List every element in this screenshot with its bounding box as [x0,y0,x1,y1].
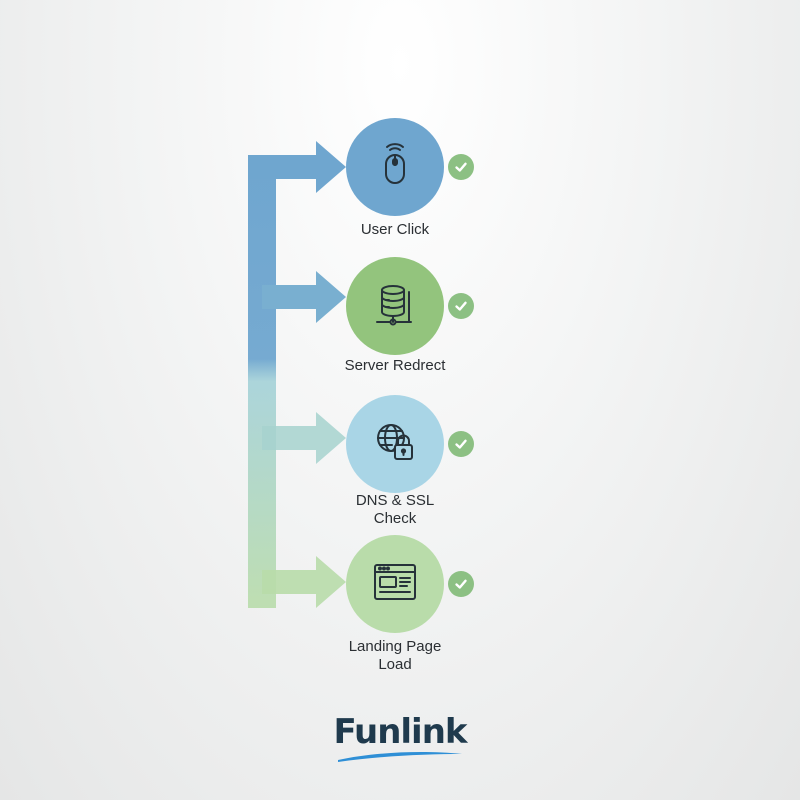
step-label-server-redirect: Server Redrect [344,357,446,374]
step-label-line: Load [378,656,412,673]
step-user-click [346,118,474,218]
arrow-3 [262,412,346,464]
step-circle [346,118,444,216]
step-label-line: Check [373,510,417,527]
globe-lock-icon [371,418,419,471]
logo-text: Funlink [333,712,467,752]
check-icon [448,571,474,597]
logo-swoosh [338,752,462,762]
mouse-icon [371,141,419,194]
step-circle [346,535,444,633]
browser-window-icon [371,558,419,611]
step-label-dns-ssl-check: DNS & SSL Check [315,492,475,528]
connector-trunk [248,155,276,608]
step-label-user-click: User Click [360,221,430,238]
server-database-icon [371,280,419,333]
step-landing-page-load [346,535,474,635]
check-icon [448,431,474,457]
funlink-logo: Funlink [320,708,480,768]
step-server-redirect [346,257,474,357]
step-circle [346,395,444,493]
step-label-landing-page-load: Landing Page Load [315,638,475,674]
step-circle [346,257,444,355]
arrow-1 [248,141,346,193]
step-label-line: Landing Page [348,638,442,655]
step-label-line: DNS & SSL [355,492,435,509]
arrow-2 [262,271,346,323]
check-icon [448,293,474,319]
step-dns-ssl-check [346,395,474,495]
check-icon [448,154,474,180]
arrow-4 [262,556,346,608]
